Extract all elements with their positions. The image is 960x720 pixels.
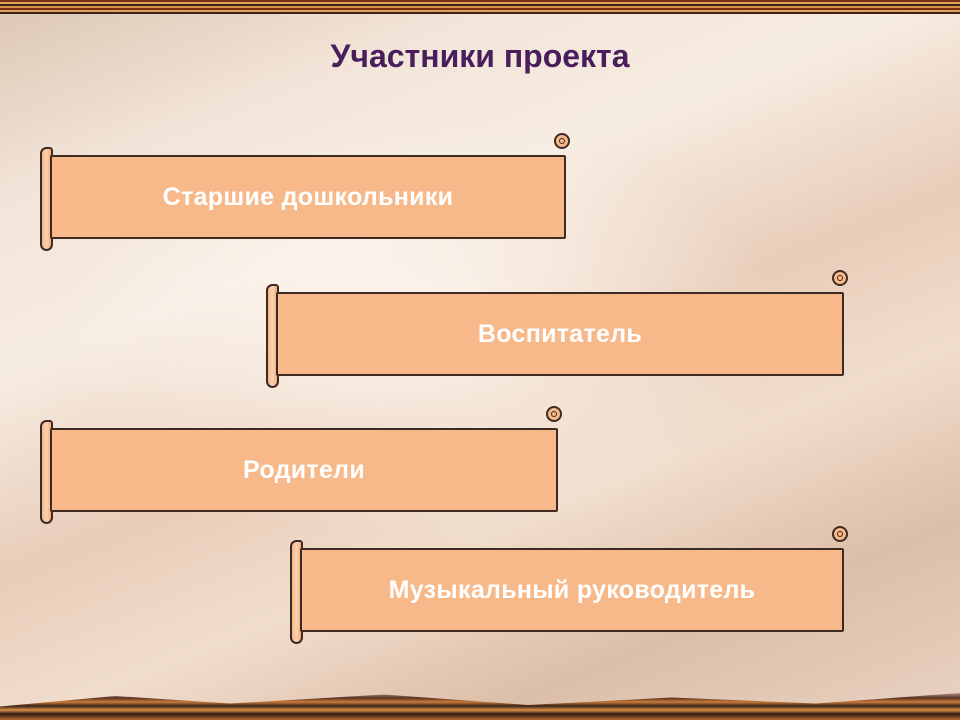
- participant-label: Родители: [242, 455, 366, 484]
- participant-label: Старшие дошкольники: [162, 182, 454, 211]
- ribbon-bottom-decoration: [0, 693, 960, 720]
- ribbon-top-decoration: [0, 0, 960, 14]
- scroll-curl-right-icon: [546, 406, 562, 422]
- scroll-body: Родители: [50, 428, 558, 512]
- participant-scroll-4: Музыкальный руководитель: [290, 526, 848, 644]
- participant-label: Воспитатель: [477, 319, 643, 348]
- participant-label: Музыкальный руководитель: [388, 575, 756, 604]
- scroll-body: Воспитатель: [276, 292, 844, 376]
- scroll-curl-right-icon: [554, 133, 570, 149]
- scroll-curl-right-icon: [832, 526, 848, 542]
- scroll-body: Старшие дошкольники: [50, 155, 566, 239]
- participant-scroll-3: Родители: [40, 406, 562, 524]
- participant-scroll-2: Воспитатель: [266, 270, 848, 388]
- participant-scroll-1: Старшие дошкольники: [40, 133, 570, 251]
- slide-title: Участники проекта: [330, 38, 630, 74]
- scroll-body: Музыкальный руководитель: [300, 548, 844, 632]
- scroll-curl-right-icon: [832, 270, 848, 286]
